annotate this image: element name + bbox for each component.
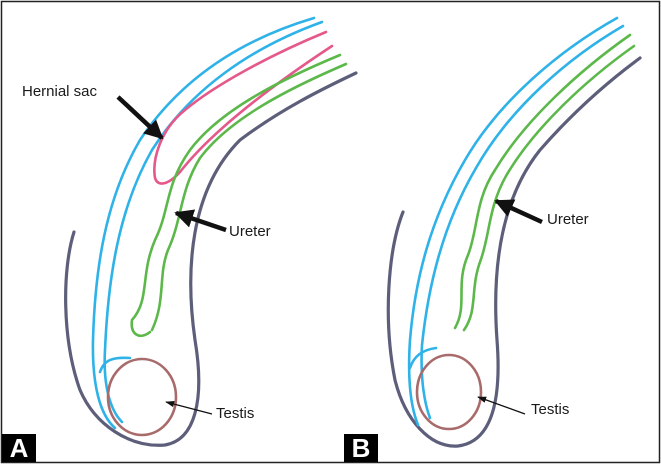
panel-b-ureter-outer [455,35,630,328]
panel-b-testis-arrow [478,397,525,414]
panel-a-blue-layer-inner [105,22,322,422]
panel-a-testis-label: Testis [216,406,254,421]
panel-a-letter: A [2,434,36,462]
panel-a-ureter-arrow [176,213,226,230]
panel-b-ureter-inner [464,46,634,330]
panel-b-drawing [388,18,640,446]
panel-a-hernial-sac-label: Hernial sac [22,84,97,99]
panel-a-drawing [66,18,356,445]
panel-b-ureter-arrow [496,201,542,222]
panel-a-ureter-inner [152,64,346,330]
panel-b-ureter-label: Ureter [547,212,589,227]
panel-b-blue-layer-inner [422,26,623,418]
panel-b-testis [417,355,481,429]
panel-a-ureter-label: Ureter [229,224,271,239]
panel-b-letter: B [344,434,378,462]
panel-b-blue-layer-hook [410,348,436,368]
panel-a-hernial-sac [154,32,332,184]
panel-b-testis-label: Testis [531,402,569,417]
panel-a-testis [108,359,176,435]
